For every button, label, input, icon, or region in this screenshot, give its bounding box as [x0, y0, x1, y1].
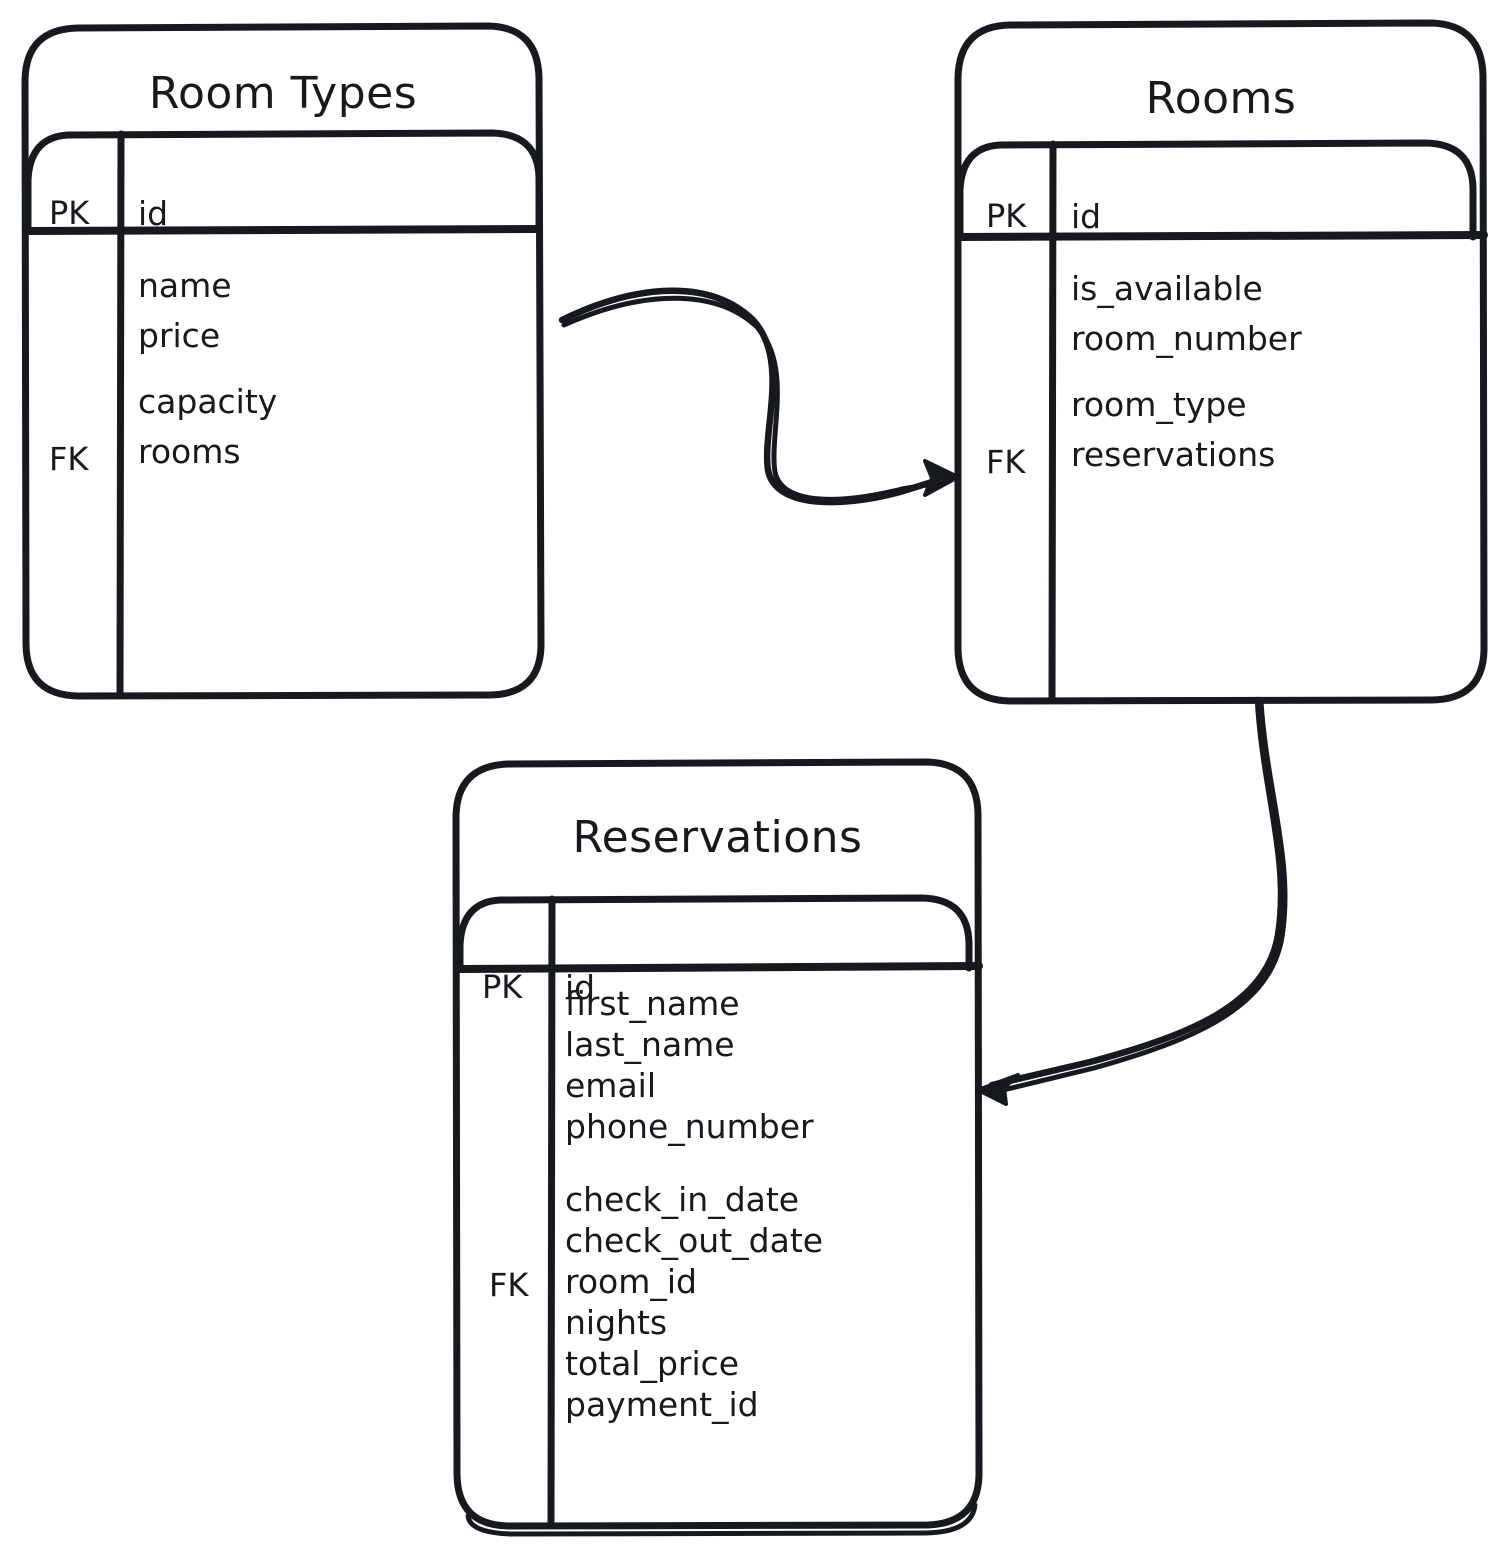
pk-field-room-types: id [138, 194, 169, 233]
field-group-room-types-2: capacity rooms [138, 382, 278, 471]
pk-field-reservations: id [565, 968, 596, 1007]
field-rooms-is-available: is_available [1071, 269, 1263, 308]
fk-label-rooms: FK [986, 443, 1026, 481]
field-rooms-room-number: room_number [1071, 319, 1302, 358]
entity-room-types[interactable]: Room Types PK id FK name price capacity … [25, 26, 541, 696]
field-group-rooms-2: room_type reservations [1071, 385, 1275, 474]
field-room-types-capacity: capacity [138, 382, 278, 421]
field-reservations-first-name: first_name [565, 984, 740, 1023]
entity-title-rooms: Rooms [1145, 73, 1297, 124]
fk-label-room-types: FK [49, 440, 89, 478]
entity-shape-room-types [21, 22, 545, 700]
field-reservations-nights: nights [565, 1303, 668, 1342]
field-reservations-check-out-date: check_out_date [565, 1221, 824, 1260]
entity-title-reservations: Reservations [572, 812, 863, 863]
entity-rooms[interactable]: Rooms PK id FK is_available room_number … [958, 23, 1484, 701]
fk-label-reservations: FK [489, 1266, 529, 1304]
field-room-types-price: price [138, 316, 221, 355]
field-group-reservations-1: first_name last_name email phone_number [565, 984, 814, 1146]
relationship-room-types-to-rooms [558, 287, 960, 506]
relationship-rooms-to-reservations [976, 696, 1288, 1106]
field-rooms-room-type: room_type [1071, 385, 1247, 424]
pk-label-reservations: PK [482, 968, 523, 1006]
pk-field-rooms: id [1071, 197, 1102, 236]
field-room-types-rooms: rooms [138, 432, 241, 471]
field-reservations-payment-id: payment_id [565, 1385, 759, 1424]
field-room-types-name: name [138, 266, 232, 305]
field-group-rooms-1: is_available room_number [1071, 269, 1302, 358]
entity-reservations[interactable]: Reservations PK id FK first_name last_na… [456, 762, 979, 1526]
entity-shape-reservations [452, 758, 983, 1537]
field-reservations-phone-number: phone_number [565, 1107, 814, 1146]
field-reservations-total-price: total_price [565, 1344, 740, 1383]
pk-label-rooms: PK [986, 197, 1027, 235]
entity-shape-rooms [954, 19, 1488, 705]
pk-label-room-types: PK [49, 194, 90, 232]
field-rooms-reservations: reservations [1071, 435, 1276, 474]
field-group-room-types-1: name price [138, 266, 232, 355]
field-reservations-room-id: room_id [565, 1262, 697, 1301]
field-reservations-check-in-date: check_in_date [565, 1180, 800, 1219]
field-group-reservations-2: check_in_date check_out_date room_id nig… [565, 1180, 824, 1424]
field-reservations-email: email [565, 1066, 657, 1105]
field-reservations-last-name: last_name [565, 1025, 735, 1064]
entity-title-room-types: Room Types [148, 68, 418, 119]
